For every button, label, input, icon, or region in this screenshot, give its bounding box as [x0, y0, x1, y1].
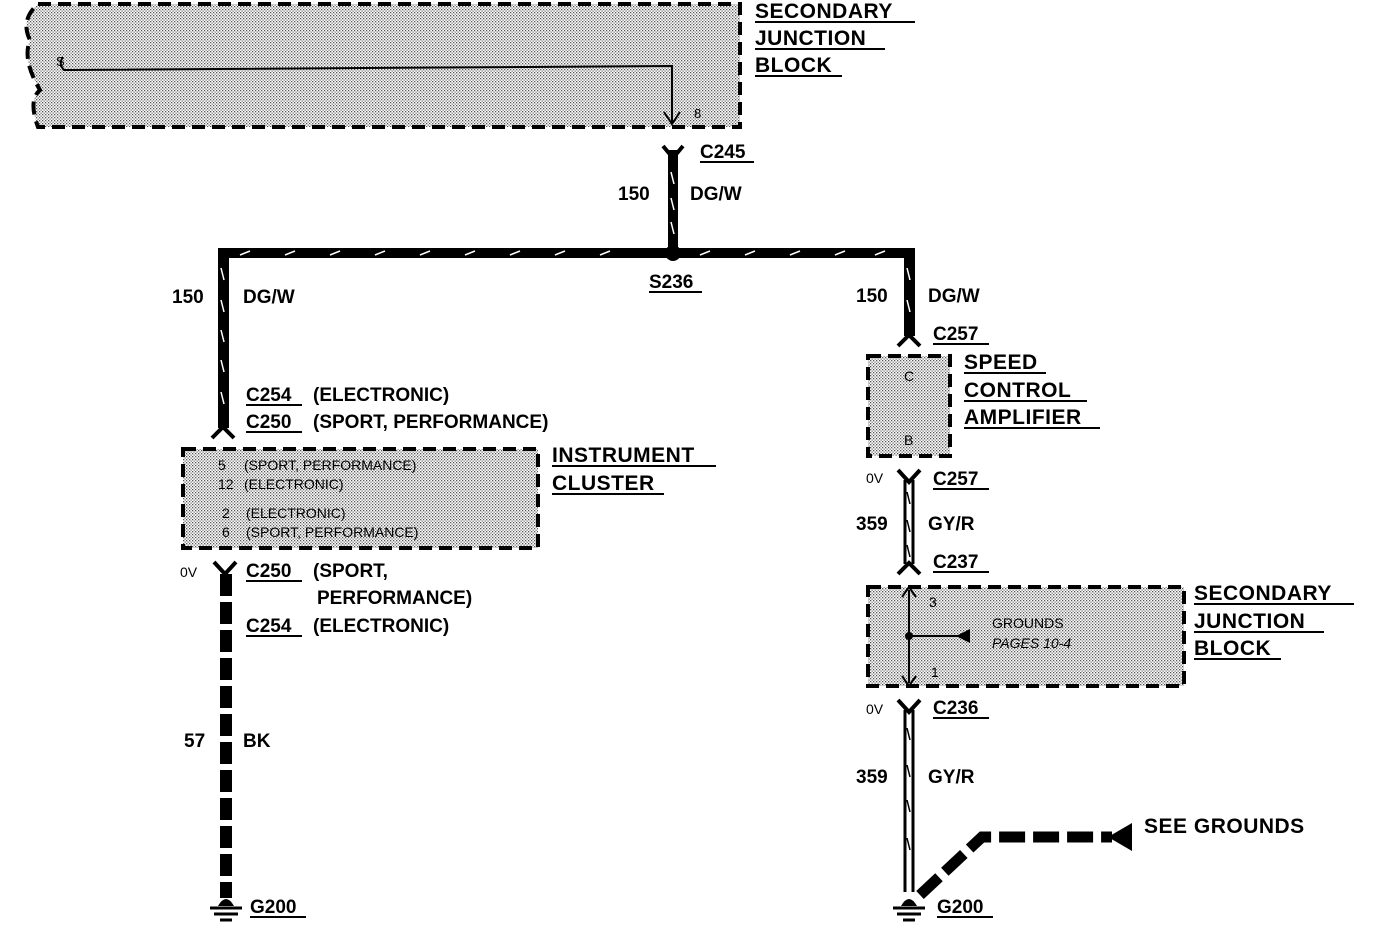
- c245-label: C245: [700, 142, 746, 163]
- c236-label: C236: [933, 698, 978, 719]
- right-branch-wire-color: DG/W: [928, 286, 980, 307]
- left-ground-circuit-number: 57: [184, 731, 205, 752]
- c257-label-bottom: C257: [933, 469, 978, 490]
- c254-note-bottom: (ELECTRONIC): [313, 616, 449, 637]
- wire-359-lower-circuit-number: 359: [856, 767, 888, 788]
- c250-label-bottom: C250: [246, 561, 291, 582]
- right-ground-label: G200: [937, 897, 983, 918]
- top-block-pin-8: 8: [694, 106, 701, 121]
- left-branch-wire: 150 DG/W: [172, 248, 295, 440]
- instrument-cluster-title: INSTRUMENT CLUSTER: [552, 444, 716, 495]
- cluster-connectors-bottom: 0V C250 (SPORT, PERFORMANCE) C254 (ELECT…: [180, 560, 472, 637]
- cluster-pin-5-note: (SPORT, PERFORMANCE): [244, 457, 416, 473]
- speed-control-amplifier-box: C B: [866, 354, 952, 458]
- splice-s236-label: S236: [649, 272, 693, 293]
- cluster-pin-2: 2: [222, 505, 230, 521]
- c250-note-bottom-1: (SPORT,: [313, 561, 388, 582]
- cluster-connectors-top: C254 (ELECTRONIC) C250 (SPORT, PERFORMAN…: [246, 385, 548, 433]
- c250-note-top: (SPORT, PERFORMANCE): [313, 412, 548, 433]
- top-block-title-line-1: SECONDARY: [755, 0, 893, 23]
- speed-control-title: SPEED CONTROL AMPLIFIER: [964, 351, 1100, 429]
- speed-control-title-line-2: CONTROL: [964, 379, 1071, 402]
- left-ground-wire-color: BK: [243, 731, 271, 752]
- cluster-pin-12: 12: [218, 476, 234, 492]
- c245-circuit-number: 150: [618, 184, 650, 205]
- left-branch-wire-color: DG/W: [243, 287, 295, 308]
- top-secondary-junction-block: S 8: [24, 2, 742, 129]
- top-block-title-line-2: JUNCTION: [755, 27, 866, 50]
- splice-s236-dot: [665, 245, 681, 261]
- right-branch-circuit-number: 150: [856, 286, 888, 307]
- wire-359-upper-circuit-number: 359: [856, 514, 888, 535]
- c236-voltage: 0V: [866, 701, 884, 717]
- left-branch-circuit-number: 150: [172, 287, 204, 308]
- c250-label-top: C250: [246, 412, 291, 433]
- ground-wire-left: 57 BK: [184, 574, 271, 898]
- c245-wire-color: DG/W: [690, 184, 742, 205]
- ground-symbol-left: G200: [210, 897, 306, 922]
- c254-note-top: (ELECTRONIC): [313, 385, 449, 406]
- right-junction-title-line-3: BLOCK: [1194, 637, 1271, 660]
- cluster-pin-12-note: (ELECTRONIC): [244, 476, 344, 492]
- c257-bottom-voltage: 0V: [866, 470, 884, 486]
- cluster-title-line-2: CLUSTER: [552, 472, 655, 495]
- grounds-reference-line-1: GROUNDS: [992, 615, 1064, 631]
- right-junction-title-line-2: JUNCTION: [1194, 610, 1305, 633]
- cluster-pin-5: 5: [218, 457, 226, 473]
- cluster-bottom-voltage: 0V: [180, 564, 198, 580]
- splice-bus: S236: [218, 245, 915, 293]
- cluster-pin-2-note: (ELECTRONIC): [246, 505, 346, 521]
- speed-control-title-line-1: SPEED: [964, 351, 1038, 374]
- ground-symbol-right: G200: [893, 897, 993, 922]
- c250-note-bottom-2: PERFORMANCE): [317, 588, 472, 609]
- wire-359-upper-color: GY/R: [928, 514, 975, 535]
- right-junction-pin-3: 3: [929, 594, 937, 610]
- grounds-reference-line-2: PAGES 10-4: [992, 635, 1071, 651]
- wire-359-lower-color: GY/R: [928, 767, 975, 788]
- c245-connector: C245 150 DG/W: [618, 142, 754, 252]
- c237-label: C237: [933, 552, 978, 573]
- top-block-title-line-3: BLOCK: [755, 54, 832, 77]
- right-branch-wire: 150 DG/W C257: [856, 248, 989, 348]
- c254-label-bottom: C254: [246, 616, 292, 637]
- cluster-pin-6-note: (SPORT, PERFORMANCE): [246, 524, 418, 540]
- speed-control-pin-c: C: [904, 368, 914, 384]
- right-junction-pin-1: 1: [931, 664, 939, 680]
- wire-359-lower: 0V C236 359 GY/R: [856, 698, 989, 892]
- cluster-pin-6: 6: [222, 524, 230, 540]
- speed-control-title-line-3: AMPLIFIER: [964, 406, 1082, 429]
- instrument-cluster-box: 5 (SPORT, PERFORMANCE) 12 (ELECTRONIC) 2…: [181, 447, 540, 550]
- right-secondary-junction-block: 3 1 GROUNDS PAGES 10-4: [866, 585, 1186, 688]
- top-block-title: SECONDARY JUNCTION BLOCK: [755, 0, 915, 77]
- right-junction-title: SECONDARY JUNCTION BLOCK: [1194, 582, 1354, 660]
- c257-label-top: C257: [933, 324, 978, 345]
- left-ground-label: G200: [250, 897, 296, 918]
- cluster-title-line-1: INSTRUMENT: [552, 444, 695, 467]
- see-grounds-lead: SEE GROUNDS: [916, 815, 1305, 900]
- see-grounds-label: SEE GROUNDS: [1144, 815, 1305, 838]
- top-block-pin-s: S: [56, 54, 65, 69]
- speed-control-pin-b: B: [904, 432, 913, 448]
- right-junction-title-line-1: SECONDARY: [1194, 582, 1332, 605]
- c254-label-top: C254: [246, 385, 292, 406]
- wire-359-upper: 0V C257 359 GY/R C237: [856, 468, 989, 576]
